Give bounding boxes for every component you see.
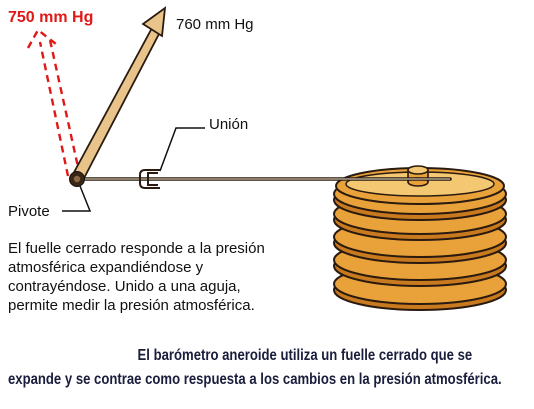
label-750-mm-hg: 750 mm Hg [8,9,94,26]
caption-line: expande y se contrae como respuesta a lo… [8,371,502,388]
description-line: atmosférica expandiéndose y [8,259,204,276]
pivot-leader-line [62,185,92,212]
description-text: El fuelle cerrado responde a la presión … [8,239,328,315]
figure-caption: El barómetro aneroide utiliza un fuelle … [8,344,502,392]
description-line: permite medir la presión atmosférica. [8,297,255,314]
bellows-stem [407,165,429,187]
label-760-mm-hg: 760 mm Hg [176,16,254,33]
description-line: contrayéndose. Unido a una aguja, [8,278,241,295]
union-joint [139,169,160,189]
pivot-point [69,171,85,187]
label-union: Unión [209,116,249,133]
bellows [333,167,507,311]
caption-line: El barómetro aneroide utiliza un fuelle … [137,347,473,364]
description-line: El fuelle cerrado responde a la presión [8,240,265,257]
needle-dashed-750 [26,28,82,177]
union-leader-line [159,127,205,172]
needle-760 [70,6,167,184]
label-pivote: Pivote [8,203,50,220]
